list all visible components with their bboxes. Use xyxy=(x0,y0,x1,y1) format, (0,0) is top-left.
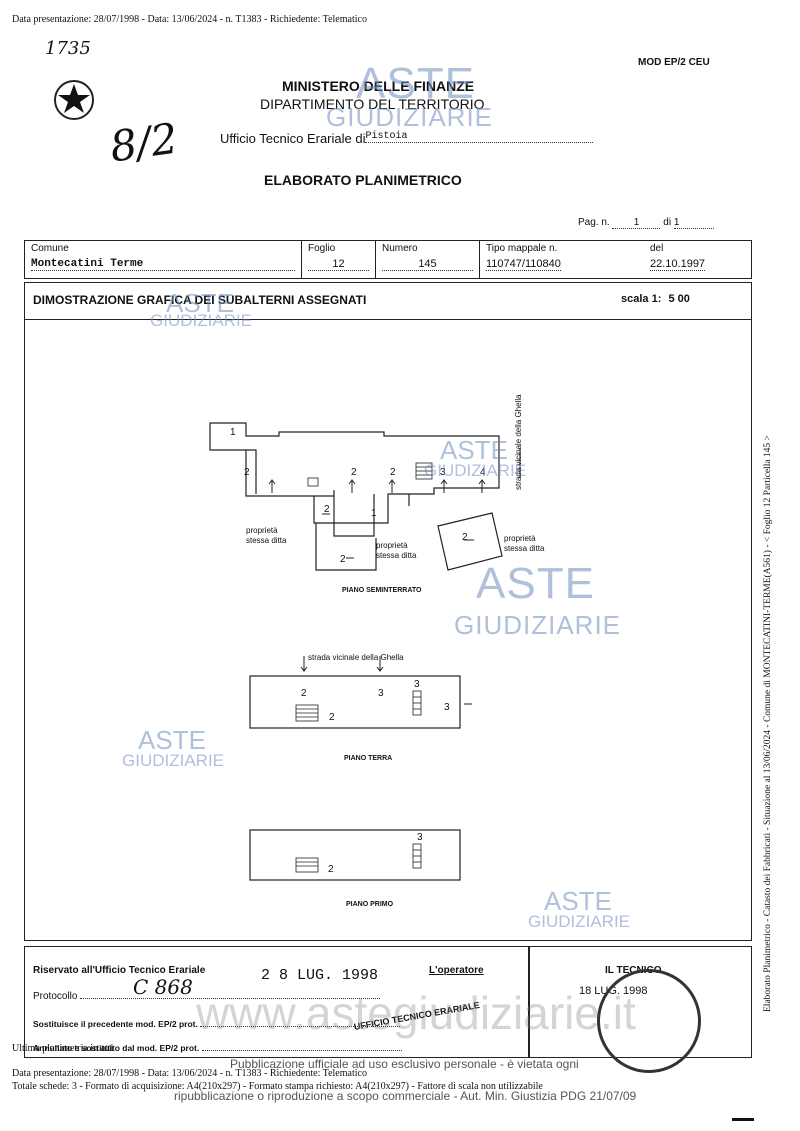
protocollo-value: C 868 xyxy=(133,975,193,999)
divider xyxy=(528,947,530,1057)
notice-line-2: ripubblicazione o riproduzione a scopo c… xyxy=(174,1089,637,1103)
sub-label: 2 xyxy=(328,864,334,875)
floor-label-terra: PIANO TERRA xyxy=(344,755,392,762)
floor-label-seminterrato: PIANO SEMINTERRATO xyxy=(342,587,422,594)
professional-seal-icon xyxy=(597,969,701,1073)
annullato-row: Annullato e sostituito dal mod. EP/2 pro… xyxy=(33,1043,402,1053)
floor-plans: 1 2 2 2 3 4 2 1 2 2 2 3 3 2 3 3 2 propri… xyxy=(209,394,545,908)
sub-label: 2 xyxy=(329,712,335,723)
notice-line-1: Pubblicazione ufficiale ad uso esclusivo… xyxy=(230,1057,579,1071)
document-title: ELABORATO PLANIMETRICO xyxy=(264,172,462,188)
stairs-icon xyxy=(307,477,319,487)
sub-label: 2 xyxy=(324,504,330,515)
handwritten-fraction: 8/2 xyxy=(106,113,181,172)
page-mark xyxy=(732,1118,754,1121)
top-header: Data presentazione: 28/07/1998 - Data: 1… xyxy=(12,14,367,25)
section-title: DIMOSTRAZIONE GRAFICA DEI SUBALTERNI ASS… xyxy=(33,293,367,307)
ultima-planimetria: Ultima planimetria in atti xyxy=(12,1043,114,1054)
plan-right-block xyxy=(437,512,503,571)
watermark-aste: ASTE xyxy=(544,886,612,916)
watermark-giudiziarie: GIUDIZIARIE xyxy=(122,751,225,770)
stairs-icon xyxy=(295,857,319,873)
floor-label-primo: PIANO PRIMO xyxy=(346,901,394,908)
side-text: Elaborato Planimetrico - Catasto dei Fab… xyxy=(763,435,773,1012)
watermark-giudiziarie: GIUDIZIARIE xyxy=(454,610,622,640)
prop-center-2: stessa ditta xyxy=(376,551,417,560)
footer-line-2: Totale schede: 3 - Formato di acquisizio… xyxy=(12,1081,543,1092)
prop-left-1: proprietà xyxy=(246,526,278,535)
sub-label: 2 xyxy=(462,532,468,543)
watermark-aste: ASTE xyxy=(476,559,595,608)
sub-label: 2 xyxy=(351,467,357,478)
page-number: Pag. n. 1 di 1 xyxy=(578,217,714,229)
watermark-aste: ASTE xyxy=(356,59,475,108)
watermark-aste: ASTE xyxy=(440,435,508,465)
watermark-giudiziarie: GIUDIZIARIE xyxy=(424,461,527,480)
prop-left-2: stessa ditta xyxy=(246,536,287,545)
footer-line-1: Data presentazione: 28/07/1998 - Data: 1… xyxy=(12,1068,367,1079)
prop-right-2: stessa ditta xyxy=(504,544,545,553)
office-prefix: Ufficio Tecnico Erariale di xyxy=(220,131,366,146)
plan-seminterrato-outline xyxy=(209,422,500,524)
office-line: Ufficio Tecnico Erariale diPistoia xyxy=(220,131,630,146)
republic-emblem-icon xyxy=(54,80,94,120)
watermark-giudiziarie: GIUDIZIARIE xyxy=(528,912,631,931)
info-table: Comune Montecatini Terme Foglio 12 Numer… xyxy=(24,240,752,279)
sub-label: 3 xyxy=(440,467,446,478)
handwritten-number: 1735 xyxy=(45,38,91,59)
sub-label: 2 xyxy=(340,554,346,565)
operator-label: L'operatore xyxy=(429,965,484,976)
sub-label: 1 xyxy=(230,427,236,438)
numero-cell: Numero 145 xyxy=(376,241,480,278)
sub-label: 3 xyxy=(378,688,384,699)
sub-label: 3 xyxy=(414,679,420,690)
drawing-area xyxy=(24,318,752,941)
prop-center-1: proprietà xyxy=(376,541,408,550)
protocollo-row: Protocollo xyxy=(33,991,381,1002)
watermark-aste: ASTE xyxy=(166,288,234,318)
prop-right-1: proprietà xyxy=(504,534,536,543)
sub-label: 1 xyxy=(371,508,377,519)
model-code: MOD EP/2 CEU xyxy=(638,57,710,68)
plan-primo-outline xyxy=(249,829,461,881)
watermark-aste: ASTE xyxy=(138,725,206,755)
sub-label: 3 xyxy=(444,702,450,713)
department-title: DIPARTIMENTO DEL TERRITORIO xyxy=(260,96,485,112)
date-stamp: 2 8 LUG. 1998 xyxy=(261,967,379,984)
ministry-title: MINISTERO DELLE FINANZE xyxy=(282,78,475,94)
section-header: DIMOSTRAZIONE GRAFICA DEI SUBALTERNI ASS… xyxy=(24,282,752,320)
url-watermark: www.astegiudiziarie.it xyxy=(196,987,636,1039)
road-label-vertical: strada vicinale della Ghella xyxy=(514,394,523,490)
office-city: Pistoia xyxy=(365,131,594,143)
sub-label: 2 xyxy=(244,467,250,478)
reserved-title: Riservato all'Ufficio Tecnico Erariale xyxy=(33,965,206,976)
plan-lower-room xyxy=(315,523,377,571)
sub-label: 3 xyxy=(417,832,423,843)
comune-cell: Comune Montecatini Terme xyxy=(25,241,302,278)
sostituisce-row: Sostituisce il precedente mod. EP/2 prot… xyxy=(33,1019,401,1029)
foglio-cell: Foglio 12 xyxy=(302,241,376,278)
plan-inner-wall xyxy=(333,490,375,537)
reserved-box: Riservato all'Ufficio Tecnico Erariale L… xyxy=(24,946,752,1073)
plan-terra-outline xyxy=(249,675,461,729)
scale: scala 1: 5 00 xyxy=(621,293,690,305)
sub-label: 4 xyxy=(480,467,486,478)
road-label: strada vicinale della Ghella xyxy=(308,653,404,662)
watermark-giudiziarie: GIUDIZIARIE xyxy=(150,311,253,330)
sub-label: 2 xyxy=(390,467,396,478)
sub-label: 2 xyxy=(301,688,307,699)
plan-room-line xyxy=(246,449,257,494)
watermark-giudiziarie: GIUDIZIARIE xyxy=(326,102,494,132)
